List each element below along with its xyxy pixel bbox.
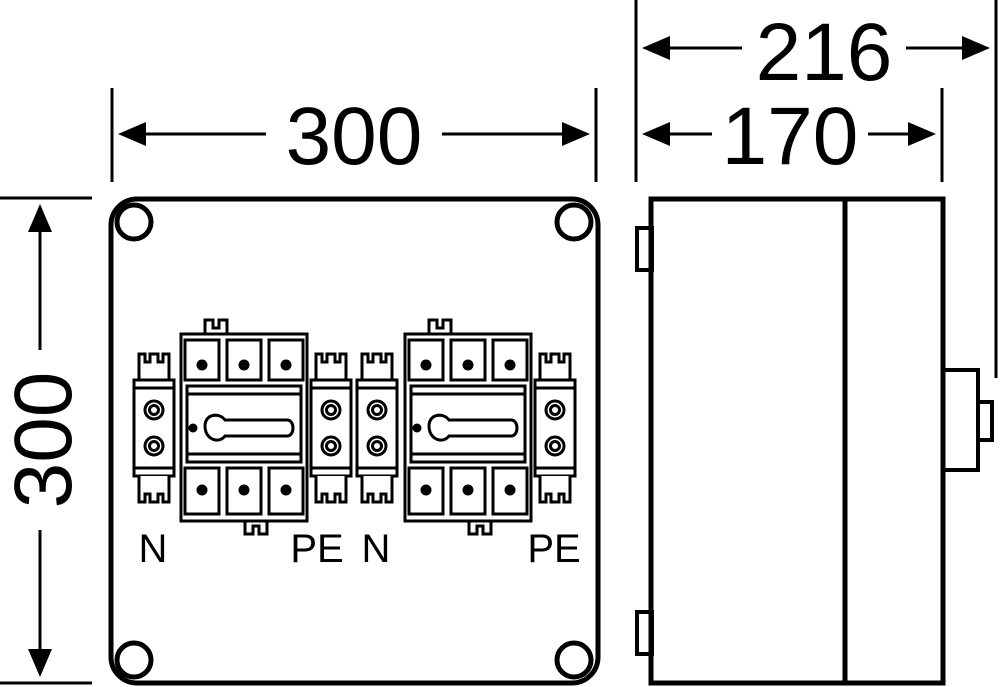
terminal-bottom-clip: [538, 476, 572, 504]
terminal-top-clip: [538, 352, 572, 380]
side-total-depth-value: 216: [756, 7, 893, 98]
terminal-bottom-clip: [314, 476, 348, 504]
handle-housing: [941, 368, 980, 472]
side-body-depth-value: 170: [722, 91, 859, 182]
mounting-hole-top-right: [554, 202, 594, 242]
terminal-body: [309, 378, 353, 478]
switch-top-tab: [427, 318, 453, 334]
terminal-top-clip: [360, 352, 394, 380]
switch-bottom-tab: [243, 521, 269, 536]
switch-disconnector-right: [403, 318, 533, 536]
terminal-n-left: [132, 352, 176, 504]
terminal-body: [132, 378, 176, 478]
label-n-left: N: [139, 527, 168, 571]
hinge-bottom: [635, 610, 654, 656]
switch-handle-icon: [203, 413, 295, 442]
switch-disconnector-left: [179, 318, 309, 536]
switch-handle-icon: [427, 413, 519, 442]
mounting-hole-bottom-right: [554, 640, 594, 680]
label-pe-left: PE: [290, 527, 343, 571]
enclosure-outline: [108, 196, 601, 686]
front-height-dimension: [0, 196, 92, 685]
terminal-top-clip: [137, 352, 171, 380]
front-view: [108, 196, 601, 686]
label-n-right: N: [362, 527, 391, 571]
terminal-body: [533, 378, 577, 478]
handle-knob: [976, 400, 994, 442]
side-total-depth-dimension: [634, 0, 998, 378]
terminal-body: [355, 378, 399, 478]
terminal-bottom-clip: [137, 476, 171, 504]
switch-top-tab: [203, 318, 229, 334]
mounting-hole-top-left: [114, 202, 154, 242]
terminal-top-clip: [314, 352, 348, 380]
front-width-dimension: [110, 88, 598, 182]
mounting-hole-bottom-left: [114, 640, 154, 680]
terminal-bottom-clip: [360, 476, 394, 504]
side-view: [635, 196, 994, 686]
switch-top-contact: [183, 338, 221, 382]
terminal-pe-left: [309, 352, 353, 504]
terminal-n-right: [355, 352, 399, 504]
terminal-pe-right: [533, 352, 577, 504]
front-height-value: 300: [0, 372, 89, 509]
side-body-outline: [648, 196, 946, 686]
switch-bottom-tab: [467, 521, 493, 536]
label-pe-right: PE: [527, 527, 580, 571]
front-width-value: 300: [286, 91, 423, 182]
hinge-top: [635, 226, 654, 272]
side-body-depth-dimension: [642, 88, 944, 182]
